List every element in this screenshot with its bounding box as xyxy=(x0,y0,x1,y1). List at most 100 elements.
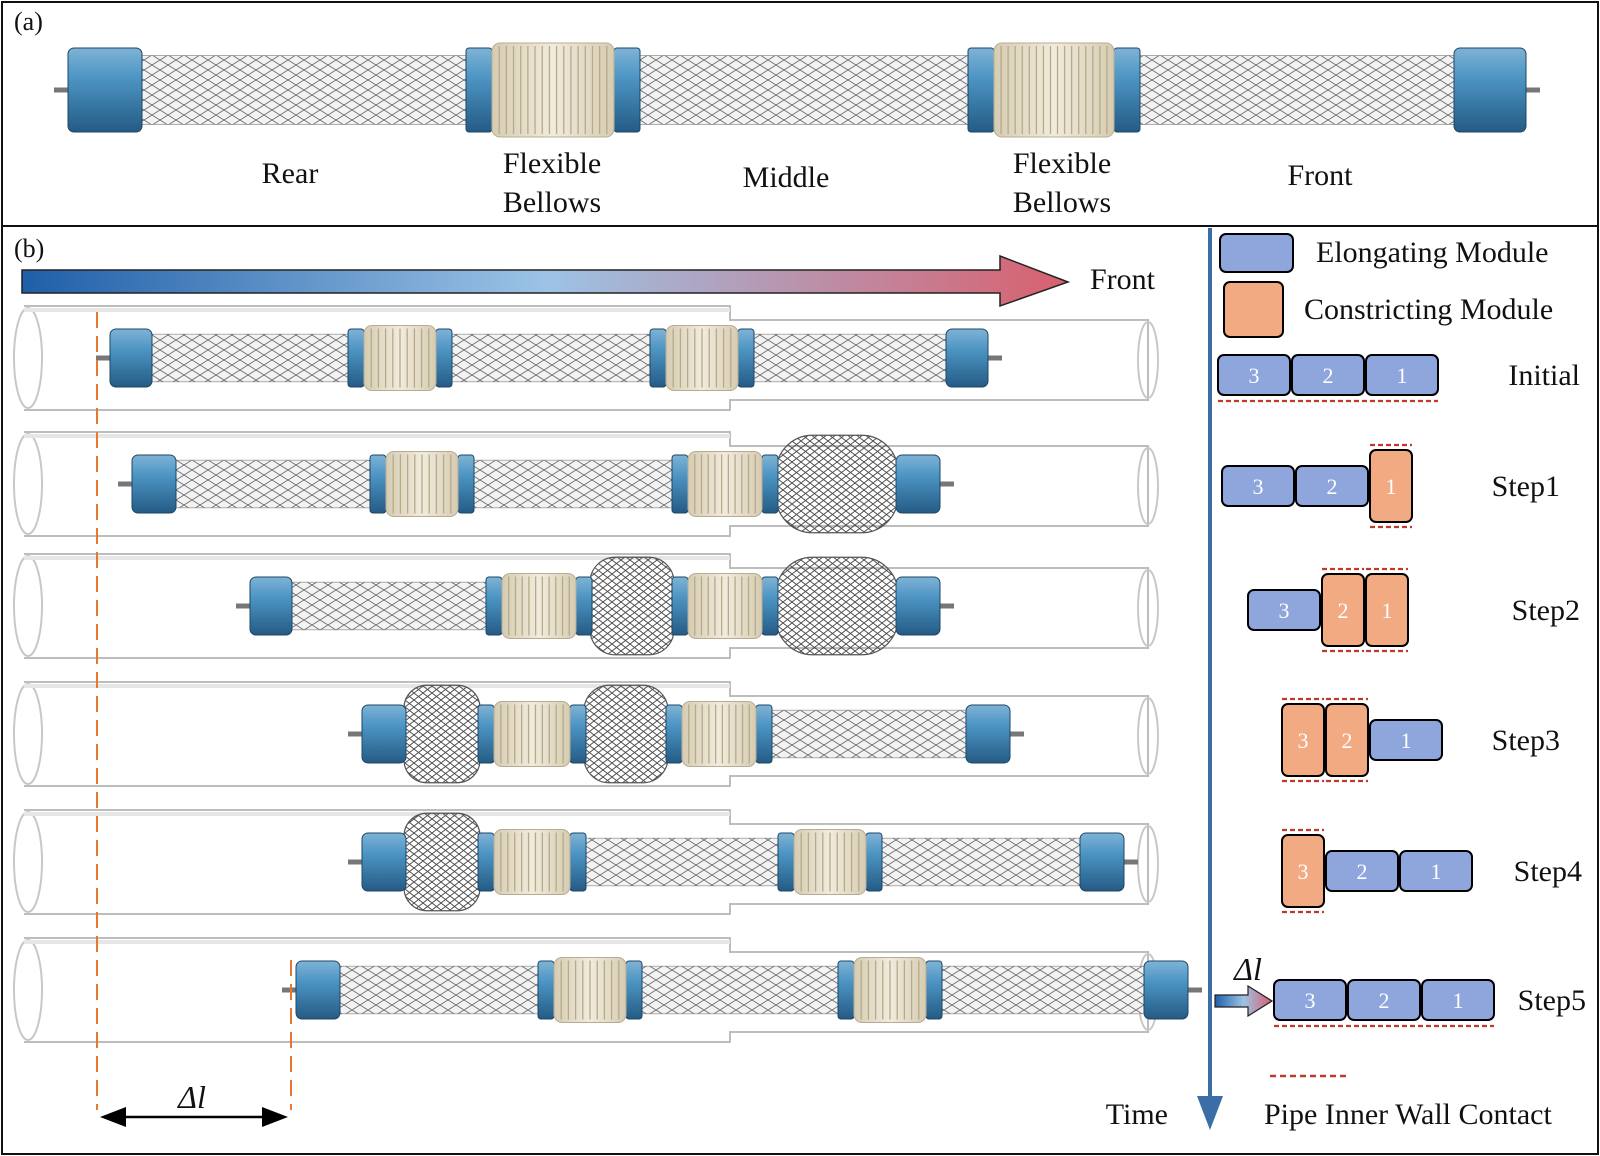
label-middle: Middle xyxy=(743,161,830,194)
pipe-opening xyxy=(1137,569,1159,647)
constricting-mesh xyxy=(403,684,481,784)
module-1 xyxy=(1399,850,1473,892)
module-id: 2 xyxy=(1357,859,1368,884)
end-cap xyxy=(131,454,177,514)
legend-constricting-swatch xyxy=(1223,281,1284,338)
time-axis: Time xyxy=(1106,228,1223,1131)
pipe-opening xyxy=(13,683,43,785)
module-id: 2 xyxy=(1342,728,1353,753)
mesh-pattern xyxy=(290,582,488,630)
reference-guides xyxy=(96,312,292,1110)
module-3 xyxy=(1281,834,1325,908)
pipe-opening xyxy=(13,811,43,913)
module-2 xyxy=(1325,850,1399,892)
end-cap xyxy=(109,328,153,388)
end-cap xyxy=(361,832,407,892)
end-cap xyxy=(1453,47,1527,133)
module-1 xyxy=(1365,354,1439,396)
pipe-row xyxy=(13,553,1159,659)
step-label: Step3 xyxy=(1492,724,1560,757)
pipe-opening xyxy=(1137,447,1159,525)
bellows-flange xyxy=(665,704,683,764)
bellows-flange xyxy=(457,454,475,514)
module-3 xyxy=(1217,354,1291,396)
constricting-mesh xyxy=(583,684,669,784)
module-id: 3 xyxy=(1279,598,1290,623)
bellows-body xyxy=(491,42,615,138)
step-label: Step1 xyxy=(1492,470,1560,503)
module-id: 3 xyxy=(1249,363,1260,388)
pipe-opening xyxy=(13,939,43,1041)
legend-constricting-label: Constricting Module xyxy=(1304,293,1553,326)
bellows-flange xyxy=(569,704,587,764)
mesh-pattern xyxy=(140,55,470,125)
bellows-flange xyxy=(755,704,773,764)
bellows-flange xyxy=(613,47,641,133)
legend: Elongating Module Constricting Module Pi… xyxy=(1219,233,1553,1131)
direction-label: Front xyxy=(1090,263,1156,296)
time-label: Time xyxy=(1106,1098,1168,1131)
mesh-pattern xyxy=(450,334,652,382)
bellows-flange xyxy=(477,832,495,892)
bellows-flange xyxy=(537,960,555,1020)
bellows-flange xyxy=(477,704,495,764)
pipe-row xyxy=(13,937,1202,1043)
end-cap xyxy=(361,704,407,764)
module-2 xyxy=(1325,703,1369,777)
module-id: 1 xyxy=(1401,728,1412,753)
end-cap xyxy=(945,328,989,388)
end-cap xyxy=(1143,960,1189,1020)
module-id: 2 xyxy=(1338,598,1349,623)
constricting-mesh xyxy=(589,556,675,656)
bellows-flange xyxy=(569,832,587,892)
module-id: 3 xyxy=(1298,859,1309,884)
pipe-row xyxy=(13,681,1159,787)
bellows-flange xyxy=(625,960,643,1020)
label-front-bellows-line1: Flexible xyxy=(1013,147,1111,180)
bellows-flange xyxy=(485,576,503,636)
pipe-row xyxy=(13,431,1159,537)
bellows-body xyxy=(493,829,571,895)
module-3 xyxy=(1247,589,1321,631)
module-id: 1 xyxy=(1453,988,1464,1013)
step-label: Step5 xyxy=(1518,984,1586,1017)
mesh-pattern xyxy=(880,838,1082,886)
step-label: Step4 xyxy=(1514,855,1582,888)
legend-elongating-label: Elongating Module xyxy=(1316,236,1548,269)
part-labels: Rear Flexible Bellows Middle Flexible Be… xyxy=(262,147,1353,219)
module-id: 1 xyxy=(1382,598,1393,623)
bellows-flange xyxy=(435,328,453,388)
pipe-row xyxy=(13,809,1159,915)
bellows-flange xyxy=(967,47,995,133)
mesh-pattern xyxy=(584,838,780,886)
module-1 xyxy=(1369,719,1443,761)
module-3 xyxy=(1221,465,1295,507)
bellows-body xyxy=(687,573,763,639)
bellows-body xyxy=(993,42,1115,138)
bellows-flange xyxy=(777,832,795,892)
bellows-body xyxy=(501,573,577,639)
mesh-pattern xyxy=(338,966,540,1014)
constricting-mesh xyxy=(775,434,899,534)
module-id: 3 xyxy=(1253,474,1264,499)
constricting-mesh xyxy=(775,556,899,656)
module-id: 2 xyxy=(1379,988,1390,1013)
module-id: 3 xyxy=(1298,728,1309,753)
displacement-dimension: Δl xyxy=(100,1079,288,1127)
mesh-pattern xyxy=(640,966,840,1014)
end-cap xyxy=(895,454,941,514)
bellows-flange xyxy=(865,832,883,892)
pipe-opening xyxy=(1137,697,1159,775)
bellows-body xyxy=(687,451,763,517)
bellows-flange xyxy=(837,960,855,1020)
bellows-flange xyxy=(369,454,387,514)
module-2 xyxy=(1347,979,1421,1021)
bellows-flange xyxy=(649,328,667,388)
mesh-pattern xyxy=(172,460,372,508)
end-cap xyxy=(965,704,1011,764)
legend-elongating-swatch xyxy=(1219,233,1294,273)
pipe-row xyxy=(13,305,1159,411)
